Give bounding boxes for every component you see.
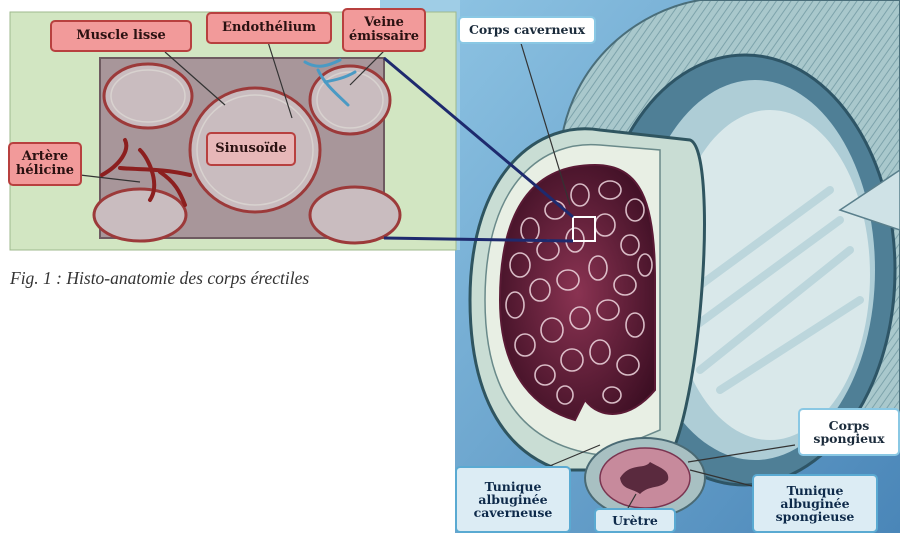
label-tunique-albuginee-spongieuse: Tunique albuginée spongieuse [752, 474, 878, 533]
label-corps-spongieux: Corps spongieux [798, 408, 900, 456]
label-uretre: Urètre [594, 508, 676, 533]
label-tunique-albuginee-caverneuse: Tunique albuginée caverneuse [455, 466, 571, 533]
corps-caverneux-section [500, 165, 655, 420]
label-veine-emissaire: Veine émissaire [342, 8, 426, 52]
label-sinusoide: Sinusoïde [206, 132, 296, 166]
figure-caption: Fig. 1 : Histo-anatomie des corps érecti… [10, 268, 309, 289]
label-endothelium: Endothélium [206, 12, 332, 44]
label-muscle-lisse: Muscle lisse [50, 20, 192, 52]
corps-spongieux-section [585, 438, 705, 518]
label-corps-caverneux: Corps caverneux [458, 16, 596, 44]
label-artere-helicine: Artère hélicine [8, 142, 82, 186]
